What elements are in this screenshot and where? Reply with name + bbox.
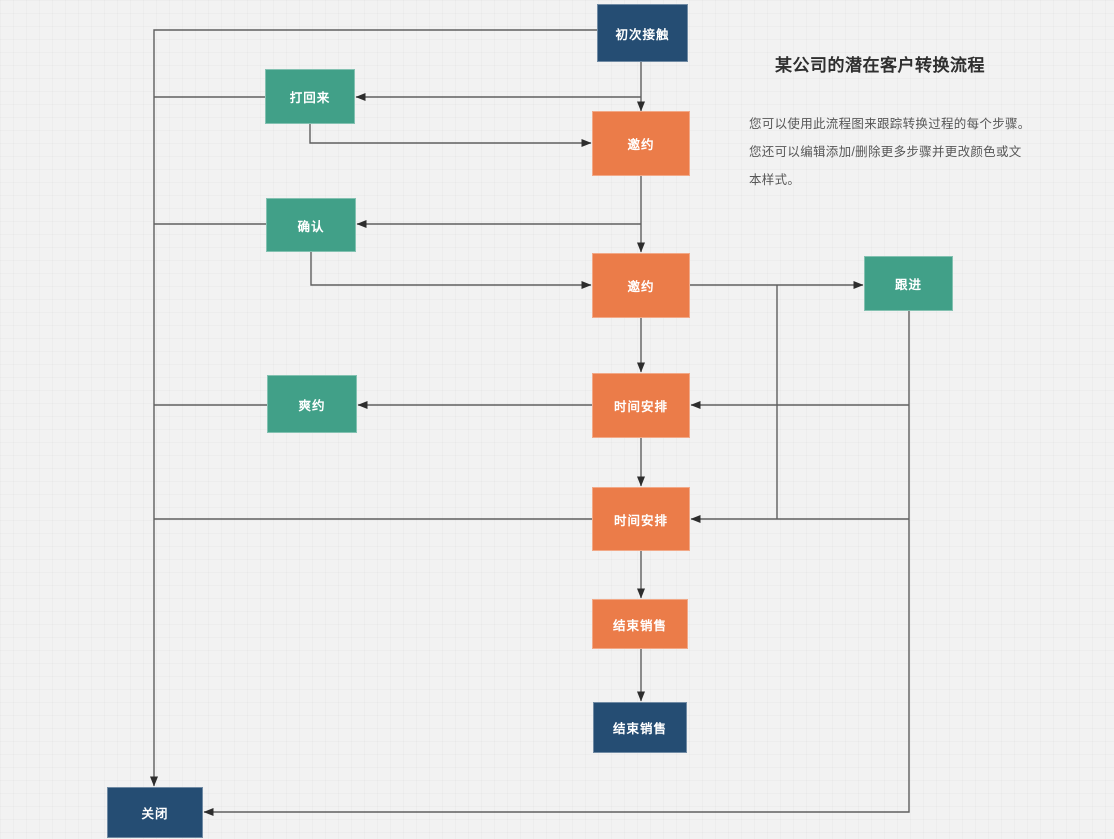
diagram-description-line: 您还可以编辑添加/删除更多步骤并更改颜色或文 (749, 145, 1022, 159)
node-initial-contact[interactable]: 初次接触 (597, 4, 688, 62)
node-no-show[interactable]: 爽约 (267, 375, 357, 433)
diagram-description: 您可以使用此流程图来跟踪转换过程的每个步骤。 您还可以编辑添加/删除更多步骤并更… (749, 110, 1109, 194)
diagram-title: 某公司的潜在客户转换流程 (775, 56, 985, 75)
node-schedule-1[interactable]: 时间安排 (592, 373, 690, 438)
node-close-sale-2[interactable]: 结束销售 (593, 702, 687, 753)
node-invite-1[interactable]: 邀约 (592, 111, 690, 176)
edge-collector-to-close (150, 29, 597, 787)
diagram-description-line: 您可以使用此流程图来跟踪转换过程的每个步骤。 (749, 117, 1031, 131)
node-follow-up[interactable]: 跟进 (864, 256, 953, 311)
node-close[interactable]: 关闭 (107, 787, 203, 838)
edge-confirm-to-invite2 (310, 252, 592, 289)
node-close-sale-1[interactable]: 结束销售 (592, 599, 688, 649)
node-confirm[interactable]: 确认 (266, 198, 356, 252)
node-schedule-2[interactable]: 时间安排 (592, 487, 690, 551)
edge-followup-to-close (203, 311, 910, 816)
diagram-description-line: 本样式。 (749, 173, 801, 187)
node-call-back[interactable]: 打回来 (265, 69, 355, 124)
node-invite-2[interactable]: 邀约 (592, 253, 690, 318)
edge-callback-to-invite1 (309, 124, 592, 147)
